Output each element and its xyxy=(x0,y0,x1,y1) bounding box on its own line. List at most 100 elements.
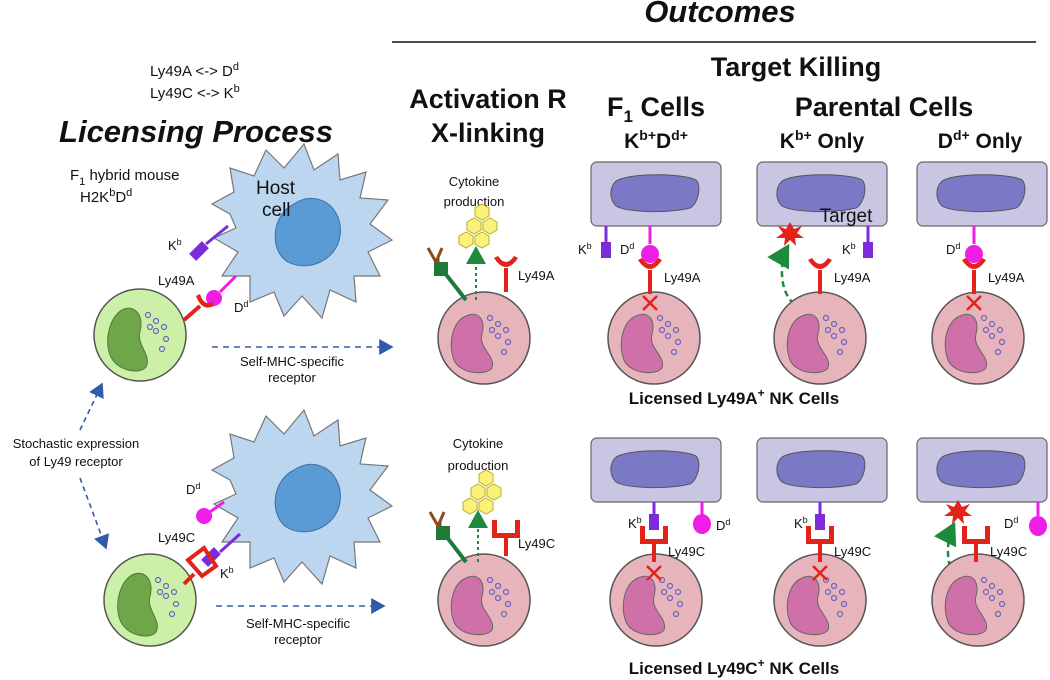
nk-cell-green-top xyxy=(93,288,187,382)
dd-only-header: Dd+ Only xyxy=(938,127,1023,153)
activation-receptor-stalk-c xyxy=(444,534,468,564)
activation-receptor-c xyxy=(436,526,450,540)
dd-f1-a xyxy=(641,245,659,263)
ly49a-dd-a xyxy=(960,256,988,296)
inhibition-x-f1-c xyxy=(646,565,662,581)
cytokine-label-c-1: Cytokine xyxy=(453,436,504,451)
ly49c-label-kb-c: Ly49C xyxy=(834,544,871,559)
ly49a-label-left: Ly49A xyxy=(158,273,195,288)
stochastic-label-1: Stochastic expression xyxy=(13,436,139,451)
cytokines-c xyxy=(462,469,502,515)
activation-header-1: Activation R xyxy=(409,84,567,114)
target-dd-a xyxy=(916,161,1048,227)
dd-stalk-bottom xyxy=(209,500,225,514)
ly49a-label-activation: Ly49A xyxy=(518,268,555,283)
activation-receptor-stalk-a xyxy=(442,270,468,302)
stochastic-label-2: of Ly49 receptor xyxy=(29,454,123,469)
activation-receptor-a xyxy=(434,262,448,276)
kb-stalk-bottom xyxy=(218,532,242,554)
kb-label-bottom: Kb xyxy=(220,565,234,581)
ly49a-label-dd-a: Ly49A xyxy=(988,270,1025,285)
kb-f1-a xyxy=(601,242,611,258)
kb-kb-a xyxy=(863,242,873,258)
nk-cell-activation-c xyxy=(437,553,531,647)
ly49a-activation xyxy=(492,254,520,294)
dd-label-f1-c: Dd xyxy=(716,517,730,533)
self-mhc-top-1: Self-MHC-specific xyxy=(240,354,345,369)
cytokine-label-a-2: production xyxy=(444,194,505,209)
kb-label-kb-a: Kb xyxy=(842,241,856,257)
inhibition-x-dd-a xyxy=(966,295,982,311)
target-label: Target xyxy=(820,206,874,227)
dd-label-dd-c: Dd xyxy=(1004,515,1018,531)
antibody-a xyxy=(426,247,444,266)
kb-label-kb-c: Kb xyxy=(794,515,808,531)
parental-header: Parental Cells xyxy=(795,92,974,122)
kb-molecule-top xyxy=(189,241,209,261)
host-cell-label-1: Host xyxy=(256,178,296,199)
cytokines-a xyxy=(458,203,498,249)
ly49a-stalk-top xyxy=(182,304,202,322)
ly49a-f1-a xyxy=(636,256,664,296)
kill-arrow-dd-c xyxy=(933,521,961,585)
cytokine-label-a-1: Cytokine xyxy=(449,174,500,189)
dd-label-bottom: Dd xyxy=(186,481,200,497)
nk-cell-f1-c xyxy=(609,553,703,647)
kb-only-header: Kb+ Only xyxy=(780,127,865,153)
licensed-ly49a-label: Licensed Ly49A+ NK Cells xyxy=(629,386,839,408)
target-f1-a xyxy=(590,161,722,227)
arrow-stochastic-down xyxy=(79,477,110,550)
ly49c-stalk-bottom xyxy=(182,572,196,586)
ly49c-activation xyxy=(490,518,522,558)
dd-dd-a xyxy=(965,245,983,263)
kb-label-top: Kb xyxy=(168,237,182,253)
nk-cell-green-bottom xyxy=(103,553,197,647)
f1-header: F1 Cells xyxy=(607,92,705,126)
kb-kb-c xyxy=(815,514,825,530)
mouse-label-1: F1 hybrid mouse xyxy=(70,167,180,188)
nk-cell-dd-c xyxy=(931,553,1025,647)
target-killing-header: Target Killing xyxy=(711,52,882,82)
dd-molecule-bottom xyxy=(196,508,212,524)
activation-header-2: X-linking xyxy=(431,118,545,148)
ly49c-label-left: Ly49C xyxy=(158,530,195,545)
cytokine-label-c-2: production xyxy=(448,458,509,473)
inhibition-x-kb-c xyxy=(812,565,828,581)
kb-label-f1-c: Kb xyxy=(628,515,642,531)
target-kb-c xyxy=(756,437,888,503)
ly49a-label-f1-a: Ly49A xyxy=(664,270,701,285)
dd-f1-c xyxy=(693,514,711,534)
mouse-label-2: H2KbDd xyxy=(80,187,132,206)
kb-f1-c xyxy=(649,514,659,530)
dd-molecule-top xyxy=(206,290,222,306)
ly49a-label-kb-a: Ly49A xyxy=(834,270,871,285)
arrow-stochastic-up xyxy=(79,382,104,431)
ly49c-label-dd-c: Ly49C xyxy=(990,544,1027,559)
kb-label-f1-a: Kb xyxy=(578,241,592,257)
host-cell-label-2: cell xyxy=(262,200,291,221)
kill-burst-dd-c xyxy=(944,500,972,524)
antibody-c xyxy=(428,511,446,530)
target-dd-c xyxy=(916,437,1048,503)
dd-stalk-top xyxy=(218,274,238,294)
ly49a-receptor-top xyxy=(196,294,214,308)
licensed-ly49c-label: Licensed Ly49C+ NK Cells xyxy=(629,656,839,678)
self-mhc-bottom-2: receptor xyxy=(274,632,322,647)
dd-label-dd-a: Dd xyxy=(946,241,960,257)
nk-cell-activation-a xyxy=(437,291,531,385)
self-mhc-bottom-1: Self-MHC-specific xyxy=(246,616,351,631)
nk-cell-kb-c xyxy=(773,553,867,647)
dd-label-f1-a: Dd xyxy=(620,241,634,257)
host-cell-bottom xyxy=(211,409,393,585)
nk-cell-kb-a xyxy=(773,291,867,385)
inhibition-x-f1-a xyxy=(642,295,658,311)
dd-label-top: Dd xyxy=(234,299,248,315)
kill-arrow-kb-a xyxy=(767,243,795,305)
target-f1-c xyxy=(590,437,722,503)
kb-stalk-top xyxy=(205,224,229,246)
ly49c-receptor-bottom xyxy=(185,545,219,579)
f1-subheader: Kb+Dd+ xyxy=(624,127,688,153)
ly49c-label-f1-c: Ly49C xyxy=(668,544,705,559)
ly49c-label-activation: Ly49C xyxy=(518,536,555,551)
